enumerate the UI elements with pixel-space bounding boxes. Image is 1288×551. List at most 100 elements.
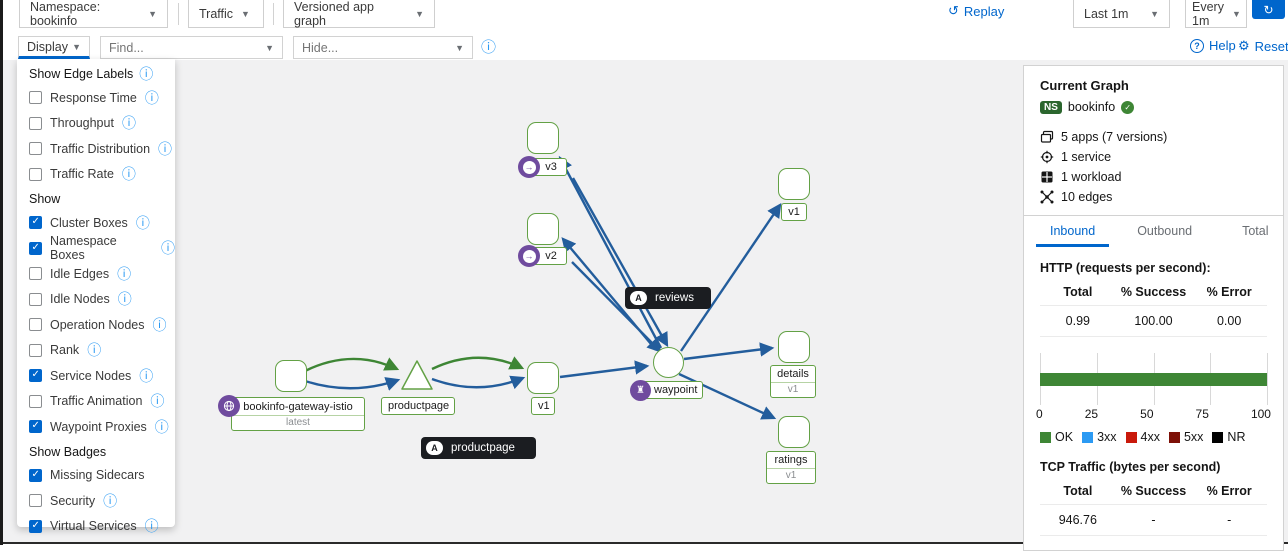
- info-icon[interactable]: ⓘ: [152, 316, 167, 333]
- namespace-select-label: Namespace: bookinfo: [30, 0, 101, 28]
- info-icon[interactable]: ⓘ: [117, 265, 132, 282]
- tcp-total-value: 946.76: [1058, 513, 1097, 527]
- node-reviews-v3[interactable]: [527, 122, 559, 154]
- node-ratings-v1[interactable]: [778, 416, 810, 448]
- chart-bar-ok: [1040, 373, 1267, 386]
- info-icon[interactable]: ⓘ: [158, 140, 173, 157]
- checkbox[interactable]: [29, 292, 42, 306]
- app-label-productpage[interactable]: A productpage: [421, 437, 536, 459]
- info-icon[interactable]: ⓘ: [135, 214, 150, 231]
- http-section-title: HTTP (requests per second):: [1040, 261, 1211, 275]
- info-icon[interactable]: ⓘ: [144, 518, 159, 535]
- graph-toolbar: Namespace: bookinfo ▼ Traffic ▼ Versione…: [0, 0, 1288, 60]
- namespace-select[interactable]: Namespace: bookinfo ▼: [19, 0, 168, 28]
- info-icon[interactable]: ⓘ: [154, 418, 169, 435]
- checkbox[interactable]: [29, 318, 42, 332]
- info-icon[interactable]: ⓘ: [161, 240, 175, 257]
- virtual-service-badge: →: [518, 156, 540, 178]
- info-icon[interactable]: ⓘ: [150, 393, 165, 410]
- checkbox[interactable]: [29, 116, 42, 130]
- node-label-gateway[interactable]: bookinfo-gateway-istio latest: [231, 397, 365, 431]
- tcp-table-header: Total % Success % Error: [1063, 484, 1252, 498]
- refresh-interval-select[interactable]: Every 1m ▼: [1185, 0, 1247, 28]
- checkbox[interactable]: [29, 394, 42, 408]
- find-input[interactable]: [109, 40, 239, 55]
- gateway-version-text: latest: [232, 415, 364, 428]
- checkbox[interactable]: [29, 241, 42, 255]
- gateway-badge-icon: [218, 395, 240, 417]
- node-label-details[interactable]: details v1: [770, 365, 816, 398]
- app-label-reviews[interactable]: A reviews: [625, 287, 711, 309]
- node-gateway-workload[interactable]: [275, 360, 307, 392]
- graph-type-select[interactable]: Versioned app graph ▼: [283, 0, 435, 28]
- traffic-select[interactable]: Traffic ▼: [188, 0, 264, 28]
- tab-total[interactable]: Total: [1242, 224, 1269, 238]
- chevron-down-icon[interactable]: ▼: [455, 42, 464, 53]
- checkbox[interactable]: [29, 216, 42, 230]
- window-border-bottom: [0, 541, 1288, 544]
- checkbox[interactable]: [29, 494, 42, 508]
- chevron-down-icon: ▼: [1231, 8, 1241, 19]
- info-icon[interactable]: ⓘ: [121, 166, 136, 183]
- node-productpage-service[interactable]: [399, 358, 435, 394]
- refresh-button[interactable]: ↻: [1252, 0, 1285, 19]
- menu-item-missing-sidecars[interactable]: Missing Sidecars: [29, 463, 175, 489]
- help-button[interactable]: ? Help: [1190, 38, 1236, 53]
- info-icon[interactable]: ⓘ: [103, 492, 118, 509]
- checkbox[interactable]: [29, 369, 42, 383]
- tab-outbound[interactable]: Outbound: [1137, 224, 1193, 238]
- info-icon[interactable]: ⓘ: [87, 342, 102, 359]
- info-icon[interactable]: ⓘ: [117, 291, 132, 308]
- info-icon[interactable]: ⓘ: [139, 66, 154, 82]
- node-reviews-v2[interactable]: [527, 213, 559, 245]
- node-productpage-v1[interactable]: [527, 362, 559, 394]
- refresh-icon: ↻: [1263, 2, 1274, 17]
- checkbox[interactable]: [29, 167, 42, 181]
- info-icon[interactable]: ⓘ: [139, 367, 154, 384]
- node-label-reviews-v1[interactable]: v1: [781, 203, 807, 221]
- namespace-name[interactable]: bookinfo: [1067, 100, 1116, 114]
- reset-button[interactable]: ⚙ Reset: [1238, 38, 1288, 54]
- chevron-down-icon[interactable]: ▼: [265, 42, 274, 53]
- checkbox[interactable]: [29, 468, 42, 482]
- info-icon[interactable]: ⓘ: [121, 115, 136, 132]
- checkbox[interactable]: [29, 519, 42, 533]
- checkbox[interactable]: [29, 420, 42, 434]
- duration-select[interactable]: Last 1m ▼: [1073, 0, 1170, 28]
- info-icon[interactable]: ⓘ: [144, 89, 159, 106]
- checkbox[interactable]: [29, 91, 42, 105]
- node-label-productpage-v1[interactable]: v1: [531, 397, 555, 415]
- node-label-productpage-service[interactable]: productpage: [381, 397, 455, 415]
- chart-gridline: [1267, 353, 1268, 405]
- hide-input[interactable]: [302, 40, 432, 55]
- checkbox[interactable]: [29, 142, 42, 156]
- node-reviews-v1[interactable]: [778, 168, 810, 200]
- find-hide-info-icon[interactable]: ⓘ: [481, 39, 497, 56]
- node-label-ratings[interactable]: ratings v1: [766, 451, 816, 484]
- http-total-value: 0.99: [1065, 314, 1090, 328]
- duration-select-label: Last 1m: [1084, 6, 1129, 21]
- checkbox[interactable]: [29, 267, 42, 281]
- display-settings-button[interactable]: Display ▼: [18, 36, 90, 59]
- node-waypoint[interactable]: [653, 347, 684, 378]
- chevron-down-icon: ▼: [241, 8, 250, 19]
- replay-button[interactable]: ↺ Replay: [948, 3, 1004, 19]
- node-details-v1[interactable]: [778, 331, 810, 363]
- checkbox[interactable]: [29, 343, 42, 357]
- tab-inbound[interactable]: Inbound: [1036, 216, 1110, 247]
